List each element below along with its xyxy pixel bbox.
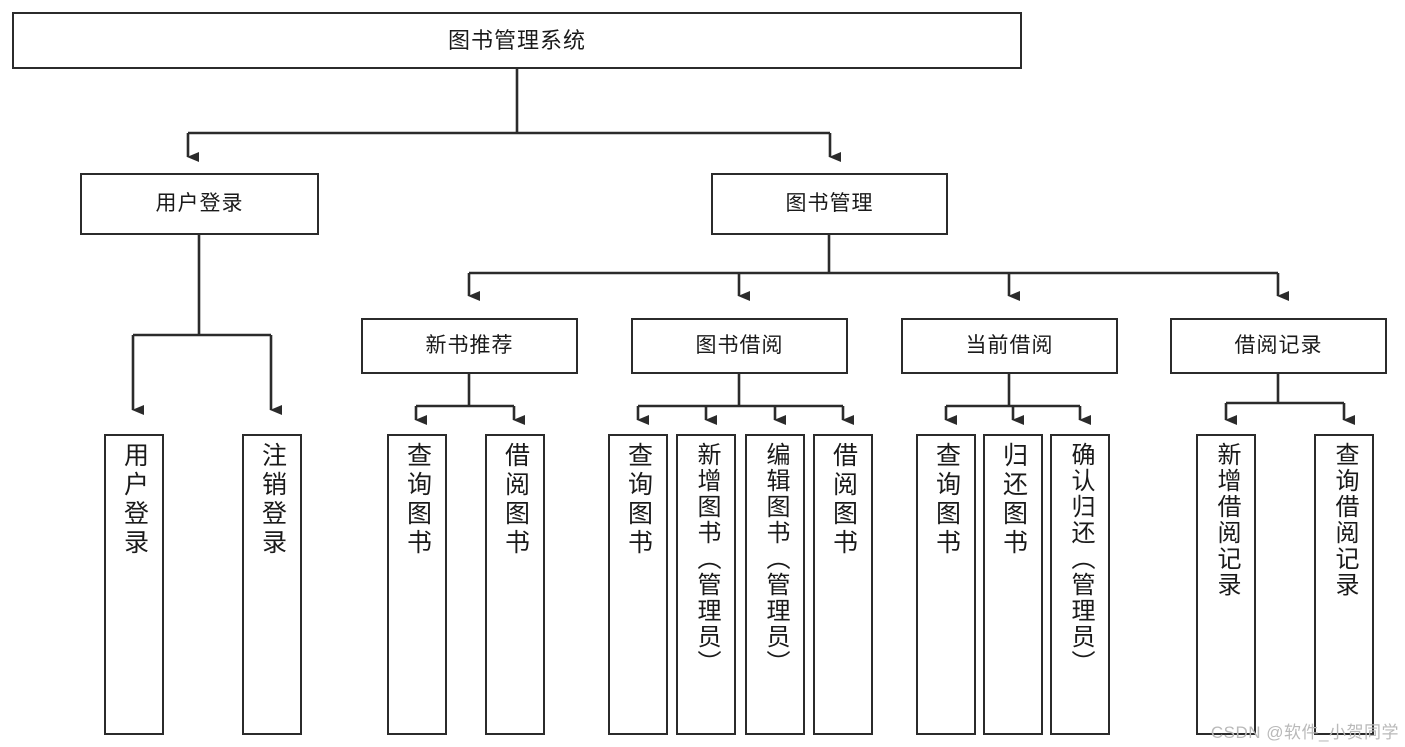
node-label: 查询图书: [932, 442, 961, 558]
node-label: 查询图书: [403, 442, 432, 558]
node-label: 图书管理系统: [447, 27, 586, 53]
node-label: 新书推荐: [425, 333, 514, 357]
node-label: 新增借阅记录: [1213, 442, 1240, 598]
node-label: 用户登录: [155, 191, 244, 215]
node-leaf-edit-book[interactable]: 编辑图书（管理员）: [745, 434, 805, 735]
node-book-management-system[interactable]: 图书管理系统: [12, 12, 1022, 69]
node-label: 新增图书（管理员）: [693, 442, 720, 676]
node-leaf-query-record[interactable]: 查询借阅记录: [1314, 434, 1374, 735]
node-label: 查询图书: [624, 442, 653, 558]
node-label: 图书管理: [785, 191, 874, 215]
node-leaf-add-record[interactable]: 新增借阅记录: [1196, 434, 1256, 735]
node-leaf-query-book-3[interactable]: 查询图书: [916, 434, 976, 735]
node-leaf-add-book[interactable]: 新增图书（管理员）: [676, 434, 736, 735]
node-new-book-recommend[interactable]: 新书推荐: [361, 318, 578, 374]
node-label: 借阅图书: [829, 442, 858, 558]
node-book-borrow[interactable]: 图书借阅: [631, 318, 848, 374]
node-label: 归还图书: [999, 442, 1028, 558]
node-label: 用户登录: [120, 442, 149, 558]
node-label: 编辑图书（管理员）: [762, 442, 789, 676]
node-current-borrow[interactable]: 当前借阅: [901, 318, 1118, 374]
node-user-login[interactable]: 用户登录: [80, 173, 319, 235]
node-label: 查询借阅记录: [1331, 442, 1358, 598]
node-label: 图书借阅: [695, 333, 784, 357]
node-leaf-return-book[interactable]: 归还图书: [983, 434, 1043, 735]
node-leaf-user-login[interactable]: 用户登录: [104, 434, 164, 735]
node-label: 借阅记录: [1234, 333, 1323, 357]
node-borrow-record[interactable]: 借阅记录: [1170, 318, 1387, 374]
node-leaf-borrow-book-2[interactable]: 借阅图书: [813, 434, 873, 735]
node-label: 当前借阅: [965, 333, 1054, 357]
node-leaf-borrow-book-1[interactable]: 借阅图书: [485, 434, 545, 735]
node-book-management[interactable]: 图书管理: [711, 173, 948, 235]
node-leaf-query-book-1[interactable]: 查询图书: [387, 434, 447, 735]
node-leaf-user-logout[interactable]: 注销登录: [242, 434, 302, 735]
watermark: CSDN @软件_小贺同学: [1210, 723, 1399, 742]
node-leaf-confirm-return[interactable]: 确认归还（管理员）: [1050, 434, 1110, 735]
node-label: 借阅图书: [501, 442, 530, 558]
node-label: 确认归还（管理员）: [1067, 442, 1094, 676]
node-label: 注销登录: [258, 442, 287, 558]
node-leaf-query-book-2[interactable]: 查询图书: [608, 434, 668, 735]
